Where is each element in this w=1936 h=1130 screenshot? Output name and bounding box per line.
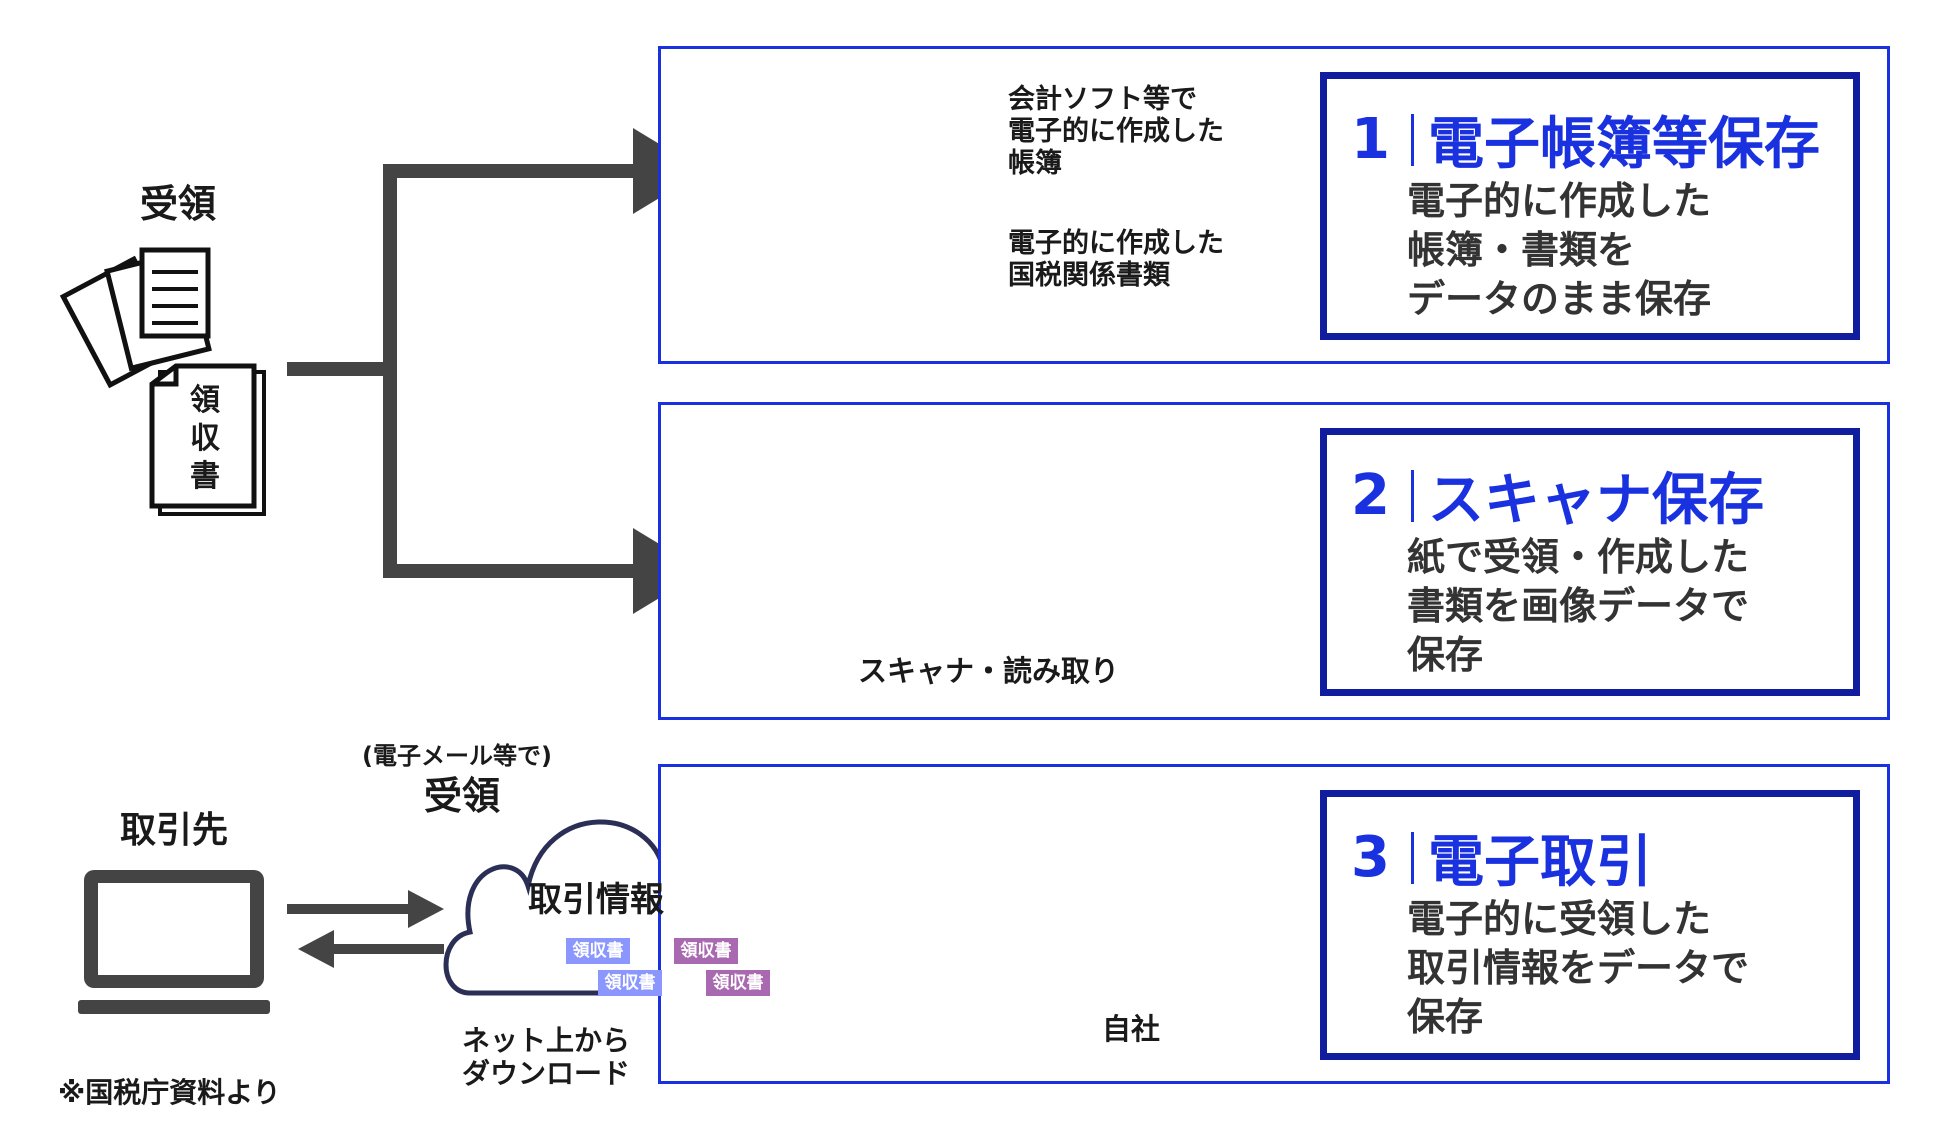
- callout-title: 1 電子帳簿等保存: [1351, 99, 1820, 180]
- received-label: 受領: [424, 774, 501, 818]
- exchange-arrows-icon: [287, 890, 444, 968]
- callout-number: 2: [1351, 463, 1390, 528]
- callout-description: 紙で受領・作成した 書類を画像データで 保存: [1407, 535, 1750, 677]
- callout-description: 電子的に受領した 取引情報をデータで 保存: [1407, 897, 1750, 1039]
- receipt-tag: 領収書: [598, 970, 662, 996]
- callout-title: 2 スキャナ保存: [1351, 455, 1764, 536]
- doc-label-tax-documents: 電子的に作成した 国税関係書類: [1008, 228, 1224, 291]
- received-label: 受領: [140, 182, 217, 226]
- partner-label: 取引先: [120, 810, 229, 851]
- doc-label-accounting-software: 会計ソフト等で 電子的に作成した 帳簿: [1008, 84, 1224, 179]
- receipt-icon: [149, 363, 266, 516]
- receipt-tag: 領収書: [566, 938, 630, 964]
- callout-scanner-storage: 2 スキャナ保存 紙で受領・作成した 書類を画像データで 保存: [1320, 428, 1860, 696]
- callout-number: 1: [1351, 107, 1390, 172]
- callout-heading: 電子帳簿等保存: [1428, 112, 1820, 177]
- laptop-icon: [78, 870, 270, 1014]
- receipt-tag: 領収書: [706, 970, 770, 996]
- receipt-tag: 領収書: [674, 938, 738, 964]
- branch-arrows: [287, 128, 704, 614]
- cloud-label: 取引情報: [528, 880, 664, 920]
- download-label: ネット上から ダウンロード: [462, 1024, 631, 1091]
- callout-electronic-transactions: 3 電子取引 電子的に受領した 取引情報をデータで 保存: [1320, 790, 1860, 1060]
- paper-stack-icon: [59, 247, 212, 389]
- receipt-label: 領収書: [190, 383, 220, 494]
- title-separator: [1411, 113, 1414, 166]
- title-separator: [1411, 831, 1414, 884]
- scanner-label: スキャナ・読み取り: [858, 654, 1120, 688]
- callout-electronic-books: 1 電子帳簿等保存 電子的に作成した 帳簿・書類を データのまま保存: [1320, 72, 1860, 340]
- callout-number: 3: [1351, 825, 1390, 890]
- callout-description: 電子的に作成した 帳簿・書類を データのまま保存: [1407, 179, 1712, 321]
- own-company-label: 自社: [1102, 1012, 1161, 1046]
- callout-heading: スキャナ保存: [1428, 468, 1764, 533]
- source-note: ※国税庁資料より: [58, 1076, 281, 1109]
- callout-title: 3 電子取引: [1351, 817, 1652, 898]
- email-note: (電子メール等で): [362, 742, 552, 770]
- callout-heading: 電子取引: [1428, 830, 1652, 895]
- title-separator: [1411, 469, 1414, 522]
